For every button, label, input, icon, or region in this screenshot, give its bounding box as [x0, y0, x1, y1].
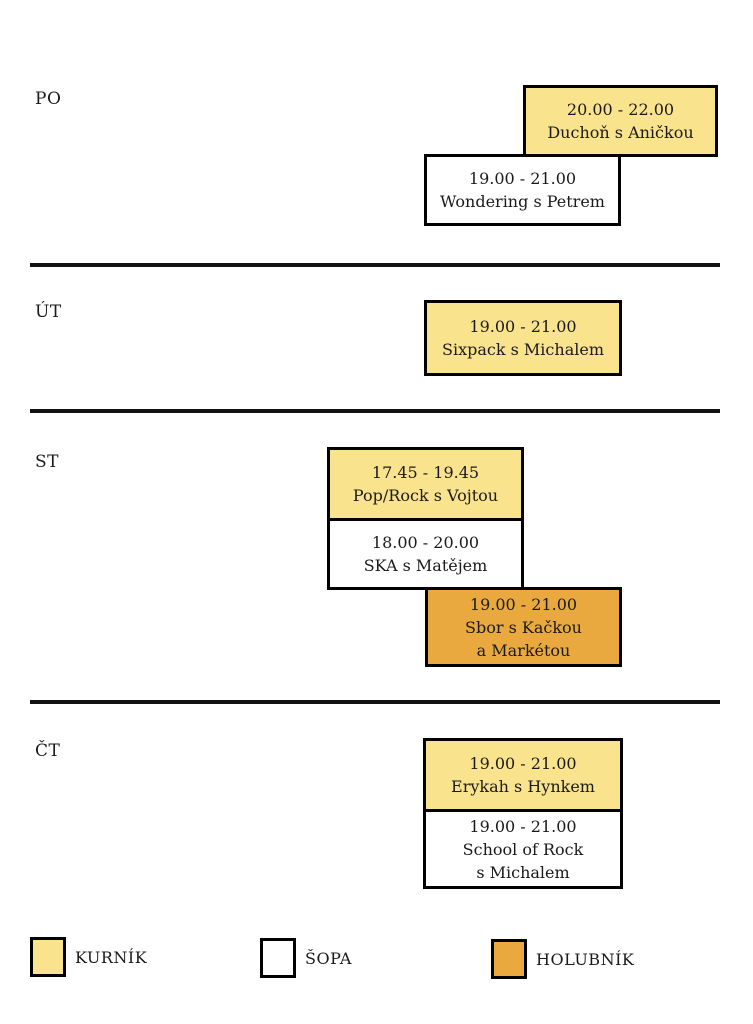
day-label-ut: ÚT	[35, 302, 62, 322]
event-name: Duchoň s Aničkou	[547, 123, 694, 142]
event-time: 19.00 - 21.00	[469, 594, 578, 614]
divider-po-ut	[30, 263, 720, 267]
day-label-po: PO	[35, 89, 62, 109]
event-time: 20.00 - 22.00	[566, 100, 675, 119]
event-name: s Michalem	[476, 862, 570, 882]
legend-label-kurnik: KURNÍK	[75, 947, 148, 967]
event-name: Erykah s Hynkem	[451, 777, 595, 796]
event-name: SKA s Matějem	[363, 556, 488, 575]
legend-item-sopa: ŠOPA	[260, 938, 352, 978]
divider-ut-st	[30, 409, 720, 413]
event-name: Pop/Rock s Vojtou	[352, 486, 499, 505]
legend-label-sopa: ŠOPA	[305, 948, 352, 968]
event-time: 19.00 - 21.00	[469, 816, 577, 836]
day-label-st: ST	[35, 452, 59, 472]
day-label-ct: ČT	[35, 741, 61, 761]
legend-swatch-sopa	[260, 938, 296, 978]
event-name: Sbor s Kačkou	[465, 617, 582, 637]
event-name: a Markétou	[476, 640, 571, 660]
event-time: 17.45 - 19.45	[371, 463, 480, 482]
legend-item-holubnik: HOLUBNÍK	[491, 939, 634, 979]
event-name: Wondering s Petrem	[440, 192, 605, 211]
legend-swatch-kurnik	[30, 937, 66, 977]
event-time: 19.00 - 21.00	[469, 754, 577, 773]
event-name: School of Rock	[462, 839, 584, 859]
legend-swatch-holubnik	[491, 939, 527, 979]
divider-st-ct	[30, 700, 720, 704]
legend-label-holubnik: HOLUBNÍK	[536, 949, 635, 969]
event-name: Sixpack s Michalem	[442, 340, 604, 359]
event-time: 19.00 - 21.00	[469, 317, 577, 336]
event-time: 19.00 - 21.00	[468, 169, 577, 188]
legend-item-kurnik: KURNÍK	[30, 937, 147, 977]
event-time: 18.00 - 20.00	[371, 533, 480, 552]
